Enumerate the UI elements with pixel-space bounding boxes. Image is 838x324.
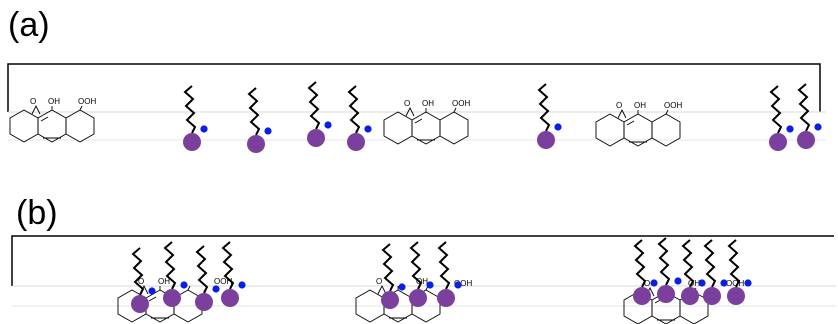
tricyclic-molecule: O OH OOH	[117, 277, 232, 323]
surfactant-molecule	[306, 81, 333, 148]
hydroperoxide-label: OOH	[214, 277, 232, 286]
surfactant-molecule	[656, 237, 683, 304]
panel-a-frame	[7, 63, 821, 112]
panel-b-frame	[11, 235, 834, 286]
surfactant-molecule	[702, 239, 729, 306]
tricyclic-molecule: O OH OOH	[623, 279, 744, 324]
surfactant-molecule	[346, 85, 373, 152]
surfactant-molecule	[408, 241, 435, 308]
surfactant-molecule	[220, 241, 247, 308]
panel-b: O OH OOH O OH OOH O OH OOH	[11, 235, 836, 324]
surfactant-molecule	[436, 241, 463, 308]
hydroxyl-label: OH	[422, 99, 434, 108]
tricyclic-molecule: O OH OOH	[355, 277, 472, 323]
epoxide-label: O	[376, 277, 382, 286]
hydroxyl-label: OH	[48, 97, 60, 106]
hydroxyl-label: OH	[634, 101, 646, 110]
epoxide-label: O	[616, 101, 622, 110]
surfactant-molecule	[246, 87, 273, 154]
hydroperoxide-label: OOH	[664, 101, 682, 110]
surfactant-molecule	[380, 243, 407, 310]
hydroperoxide-label: OOH	[452, 99, 470, 108]
panel-b-label: (b)	[16, 194, 58, 232]
hydroperoxide-label: OOH	[726, 279, 744, 288]
epoxide-label: O	[138, 277, 144, 286]
surfactant-molecule	[182, 85, 209, 152]
surfactant-molecule	[768, 85, 795, 152]
surfactant-molecule	[726, 239, 753, 306]
epoxide-label: O	[30, 97, 36, 106]
tricyclic-molecule: O OH OOH	[383, 99, 470, 145]
panel-a: O OH OOH O OH OOH O OH OOH	[7, 63, 826, 154]
hydroxyl-label: OH	[158, 277, 170, 286]
hydroperoxide-label: OOH	[78, 97, 96, 106]
surfactant-molecule	[796, 83, 823, 150]
hydroxyl-label: OH	[688, 279, 700, 288]
surfactant-molecule	[536, 83, 563, 150]
epoxide-label: O	[404, 99, 410, 108]
surfactant-molecule	[162, 241, 189, 308]
panel-a-label: (a)	[8, 6, 50, 44]
surfactant-molecule	[680, 239, 707, 306]
hydroxyl-label: OH	[416, 277, 428, 286]
hydroperoxide-label: OOH	[454, 279, 472, 288]
epoxide-label: O	[644, 279, 650, 288]
tricyclic-molecule: O OH OOH	[595, 101, 682, 147]
tricyclic-molecule: O OH OOH	[9, 97, 96, 143]
